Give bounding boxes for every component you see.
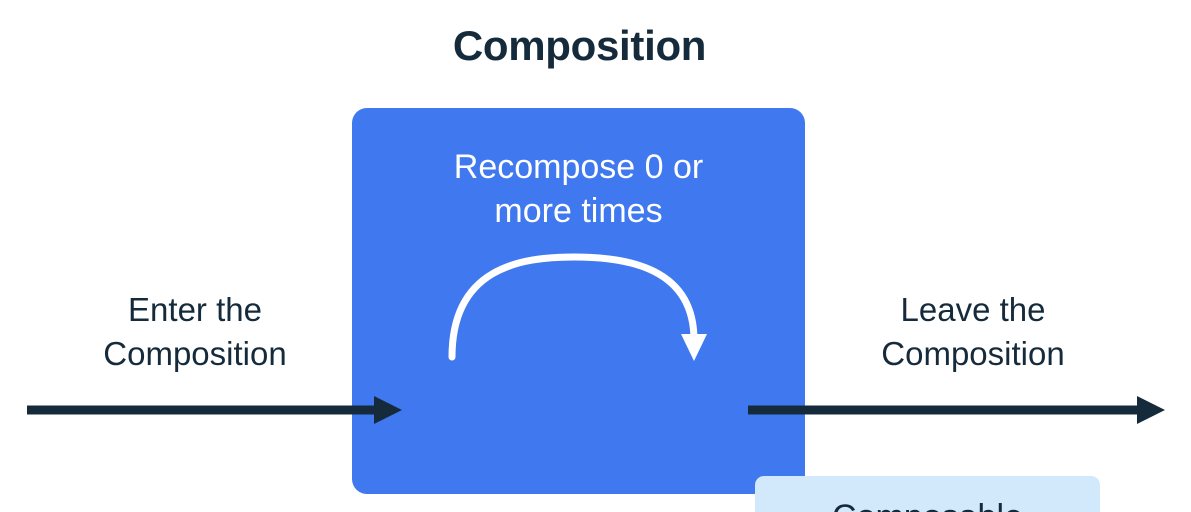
composition-container: Composable — [352, 108, 1100, 512]
composable-label: Composable — [755, 476, 1100, 512]
leave-composition-label: Leave the Composition — [820, 288, 1126, 376]
recompose-caption: Recompose 0 or more times — [372, 145, 785, 233]
composable-node: Composable — [755, 476, 1100, 512]
enter-composition-label: Enter the Composition — [42, 288, 348, 376]
recompose-caption-line-1: Recompose 0 or — [453, 148, 704, 186]
enter-arrow-icon — [27, 396, 402, 424]
page-title: Composition — [452, 22, 707, 69]
enter-label-line-2: Composition — [103, 335, 287, 372]
leave-arrow-icon — [748, 396, 1165, 424]
leave-label-line-1: Leave the — [900, 291, 1046, 328]
leave-label-line-2: Composition — [881, 335, 1065, 372]
recompose-caption-line-2: more times — [494, 192, 663, 230]
enter-label-line-1: Enter the — [128, 291, 262, 328]
